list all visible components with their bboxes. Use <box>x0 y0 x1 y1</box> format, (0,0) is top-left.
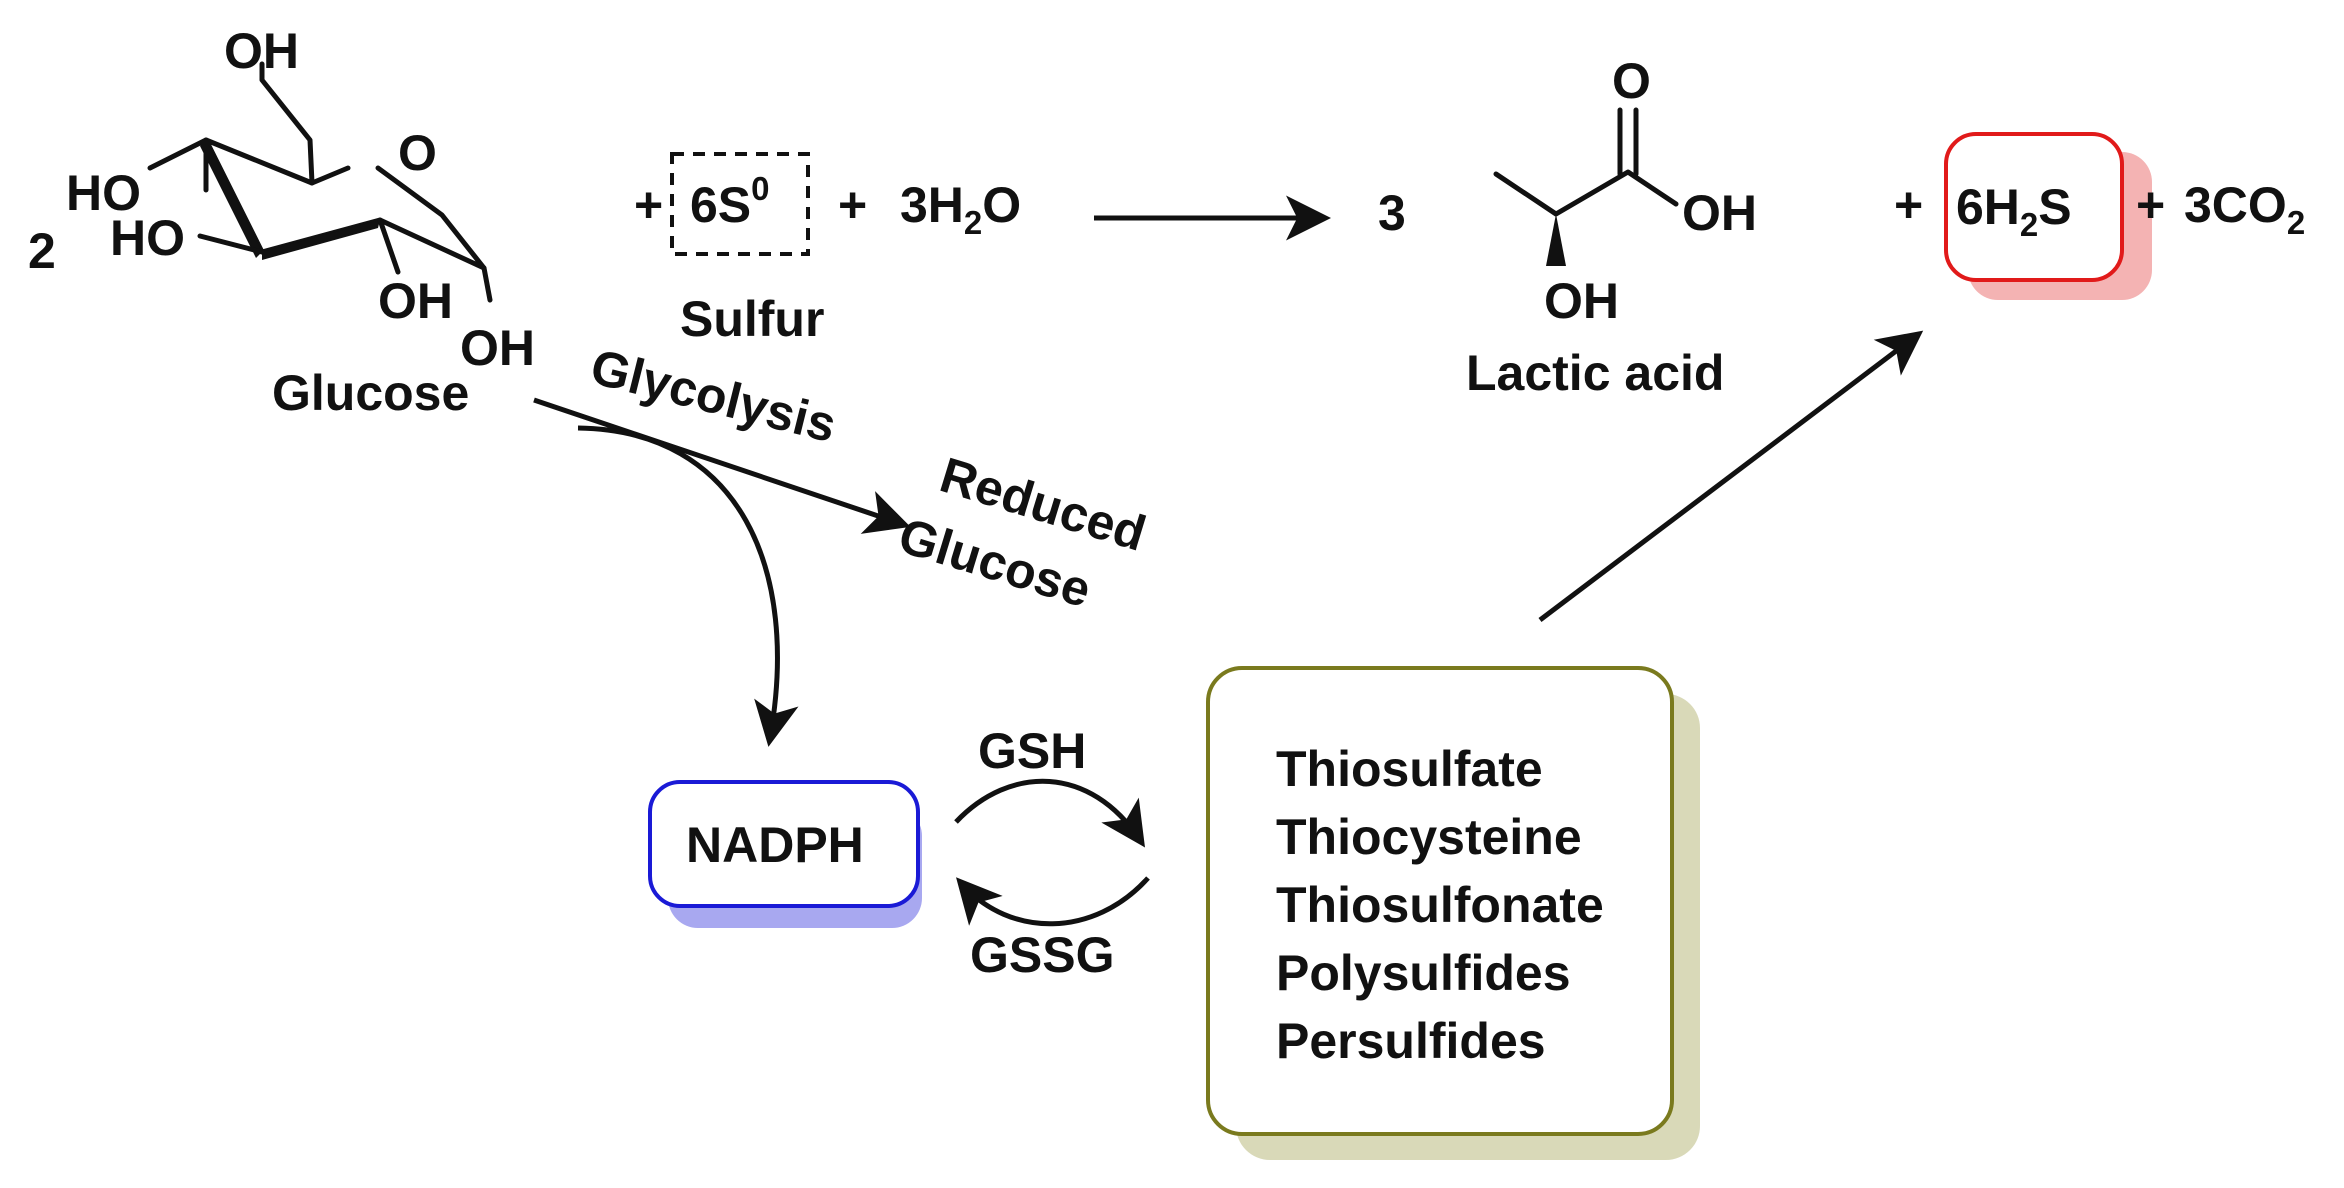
glucose-oh-top: OH <box>224 23 299 79</box>
lactic-acid-structure: 3 O OH OH Lactic acid <box>1378 53 1757 401</box>
water-reactant: + 3H2O <box>838 177 1021 241</box>
h2s-box <box>1944 132 2124 282</box>
lactic-backbone <box>1493 169 1679 217</box>
glycolysis-label: Glycolysis <box>585 338 841 453</box>
gsh-arrow <box>954 778 1145 848</box>
products-plus-1: + <box>1894 177 1923 233</box>
gssg-label: GSSG <box>970 927 1114 983</box>
h2s-formula: 6H2S <box>1956 179 2072 243</box>
lactic-wedge <box>1546 214 1566 266</box>
gssg-arrow <box>956 876 1150 927</box>
products-plus-2: + <box>2136 177 2165 233</box>
glucose-front-bond <box>262 220 380 260</box>
glucose-ho-1: HO <box>66 165 141 221</box>
gsh-label: GSH <box>978 723 1086 779</box>
glucose-substituent-bonds <box>147 137 493 303</box>
glucose-oh-3: OH <box>378 273 453 329</box>
lactic-name: Lactic acid <box>1466 345 1724 401</box>
species-item: Polysulfides <box>1276 945 1571 1001</box>
glucose-oh-4: OH <box>460 320 535 376</box>
species-item: Thiosulfonate <box>1276 877 1604 933</box>
species-item: Thiocysteine <box>1276 809 1582 865</box>
lactic-carbonyl-o: O <box>1612 53 1651 109</box>
water-plus: + <box>838 177 867 233</box>
glucose-structure: 2 OH O HO HO OH OH Glucose <box>28 23 535 421</box>
nadph-box <box>648 780 920 908</box>
lactic-oh-alpha: OH <box>1544 273 1619 329</box>
sulfur-amount: 6S0 <box>690 170 770 233</box>
species-item: Persulfides <box>1276 1013 1546 1069</box>
glycolysis-arrow <box>533 397 911 534</box>
glucose-ch2oh-bond <box>259 61 315 186</box>
water-formula: 3H2O <box>900 177 1021 241</box>
glucose-name: Glucose <box>272 365 469 421</box>
species-box <box>1206 666 1674 1136</box>
nadph-label: NADPH <box>686 817 864 873</box>
sulfur-dashed-box <box>670 152 810 256</box>
species-item: Thiosulfate <box>1276 741 1543 797</box>
h2s-release-arrow <box>1538 330 1924 622</box>
lactic-oh-acid: OH <box>1682 185 1757 241</box>
reduced-glucose-label: Reduced Glucose <box>892 447 1152 619</box>
lactic-carbonyl <box>1617 107 1639 177</box>
nadph-curved-arrow <box>577 425 799 747</box>
glucose-front-wedge <box>200 140 262 258</box>
co2-formula: 3CO2 <box>2184 177 2305 241</box>
glucose-coefficient: 2 <box>28 223 56 279</box>
sulfur-name: Sulfur <box>680 291 824 347</box>
sulfur-reactant: + 6S0 Sulfur <box>634 152 824 347</box>
glucose-ho-2: HO <box>110 210 185 266</box>
glucose-ring-o: O <box>398 125 437 181</box>
species-list: Thiosulfate Thiocysteine Thiosulfonate P… <box>1276 741 1604 1069</box>
sulfur-plus: + <box>634 177 663 233</box>
products: + 6H2S + 3CO2 <box>1894 132 2305 300</box>
lactic-coefficient: 3 <box>1378 185 1406 241</box>
